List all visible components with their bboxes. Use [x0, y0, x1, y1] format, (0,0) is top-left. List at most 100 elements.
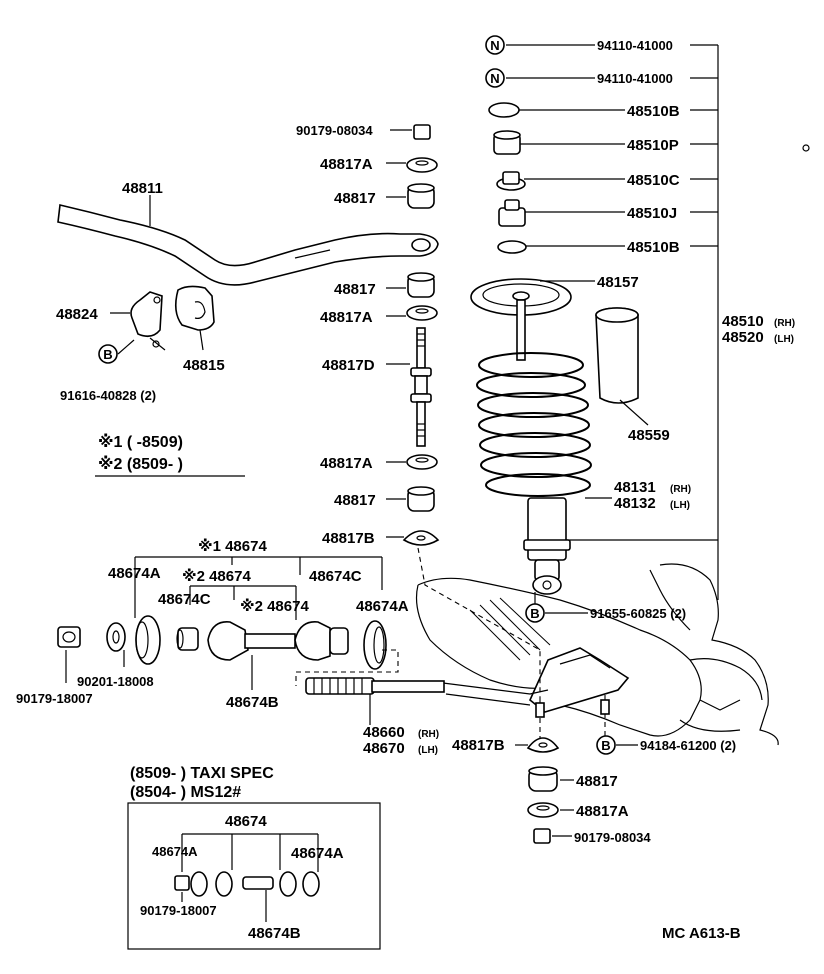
washer-icon	[106, 622, 126, 652]
label-48131-rh: (RH)	[670, 484, 691, 495]
label-48132: 48132	[614, 495, 656, 512]
callout-b: B	[103, 347, 112, 362]
label-48674-n2a: ※2 48674	[182, 567, 251, 585]
nut-callout-icon	[485, 35, 505, 55]
bound-bumper-icon	[595, 307, 639, 404]
taxi-spec-box	[127, 802, 381, 950]
label-48817a-lower: 48817A	[576, 803, 629, 820]
box-label-48674b: 48674B	[248, 925, 301, 942]
label-48131: 48131	[614, 479, 656, 496]
label-nut-top-1: 94110-41000	[597, 38, 673, 53]
retainer-icon	[402, 530, 440, 546]
label-48510p: 48510P	[627, 137, 679, 154]
nut-callout-icon	[485, 68, 505, 88]
label-48520: 48520	[722, 329, 764, 346]
nut-icon	[174, 875, 190, 891]
cushion-icon	[215, 871, 233, 897]
label-48817a-1: 48817A	[320, 156, 373, 173]
bushing-icon	[502, 171, 520, 185]
stabilizer-bracket-icon	[130, 291, 163, 338]
figure-code: MC A613-B	[662, 925, 741, 942]
label-48670-lh: (LH)	[418, 745, 438, 756]
label-48817a-3: 48817A	[320, 455, 373, 472]
label-91616: 91616-40828 (2)	[60, 388, 156, 403]
label-48132-lh: (LH)	[670, 500, 690, 511]
cushion-icon	[190, 871, 208, 897]
label-48559: 48559	[628, 427, 670, 444]
retainer-icon	[526, 737, 560, 753]
label-48817b-lower: 48817B	[452, 737, 505, 754]
bolt-callout-icon	[596, 735, 616, 755]
label-48674c-r: 48674C	[309, 568, 362, 585]
label-48674a-r: 48674A	[356, 598, 409, 615]
label-48674b: 48674B	[226, 694, 279, 711]
box-label-48674a-r: 48674A	[291, 845, 344, 862]
nut-icon	[533, 828, 551, 844]
label-48510b-top: 48510B	[627, 103, 680, 120]
taxi-spec-group: (8509- ) TAXI SPEC (8504- ) MS12# 48674 …	[127, 765, 381, 950]
label-48510: 48510	[722, 313, 764, 330]
box-label-48674: 48674	[225, 813, 267, 830]
label-48510j: 48510J	[627, 205, 677, 222]
callout-b: B	[530, 606, 539, 621]
label-48510-rh: (RH)	[774, 318, 795, 329]
label-48157: 48157	[597, 274, 639, 291]
label-nut-top-2: 94110-41000	[597, 71, 673, 86]
cushion-icon	[279, 871, 297, 897]
nut-icon	[57, 626, 81, 648]
taxi-spec-line-1: (8509- ) TAXI SPEC	[130, 765, 274, 782]
label-94184: 94184-61200 (2)	[640, 738, 736, 753]
label-48811: 48811	[122, 180, 163, 197]
label-48817a-2: 48817A	[320, 309, 373, 326]
label-48674-n2b: ※2 48674	[240, 597, 309, 615]
knuckle-lower-arm-outline	[415, 547, 779, 746]
callout-b: B	[601, 738, 610, 753]
lower-stack-group: 48817B B 94184-61200 (2) 48817 48817A 90…	[452, 735, 736, 845]
label-48674-n1: ※1 48674	[198, 537, 267, 555]
label-48674a-l: 48674A	[108, 565, 161, 582]
label-90179-18007: 90179-18007	[16, 691, 93, 706]
note-1: ※1 ( -8509)	[98, 433, 183, 451]
link-bolt-icon	[410, 327, 432, 447]
bolt-callout-icon	[98, 344, 118, 364]
coil-spring-icon	[476, 352, 592, 497]
absorber-group: N N 94110-41000 94110-41000 48510B 48510…	[485, 35, 810, 600]
label-48520-lh: (LH)	[774, 334, 794, 345]
label-90179-08034-top: 90179-08034	[296, 123, 373, 138]
label-91655: 91655-60825 (2)	[590, 606, 686, 621]
label-48817-lower: 48817	[576, 773, 618, 790]
spring-group: 48157 48131 (RH) 48132 (LH)	[470, 274, 691, 623]
box-label-48674a-l: 48674A	[152, 844, 198, 859]
label-48510c: 48510C	[627, 172, 680, 189]
label-48824: 48824	[56, 306, 98, 323]
taxi-spec-line-2: (8504- ) MS12#	[130, 784, 241, 801]
stabilizer-bushing-icon	[174, 285, 215, 331]
label-48670: 48670	[363, 740, 405, 757]
strut-bar-group: ※1 48674 ※2 48674 ※2 48674 48674A 48674C…	[16, 537, 445, 757]
label-48817-3: 48817	[334, 492, 376, 509]
label-90179-08034-lower: 90179-08034	[574, 830, 651, 845]
strut-rod-icon	[305, 677, 445, 695]
stabilizer-bar-icon	[57, 204, 439, 286]
box-label-90179-18007: 90179-18007	[140, 903, 217, 918]
note-2: ※2 (8509- )	[98, 455, 183, 473]
callout-n: N	[490, 38, 499, 53]
label-48817-2: 48817	[334, 281, 376, 298]
label-48510b-low: 48510B	[627, 239, 680, 256]
label-48817-1: 48817	[334, 190, 376, 207]
washer-icon	[497, 240, 527, 254]
stabilizer-group: 48811 90179-08034 48817A 48817 48817 488…	[56, 123, 440, 547]
spacer-icon	[242, 876, 274, 890]
callout-n: N	[490, 71, 499, 86]
label-48660-rh: (RH)	[418, 729, 439, 740]
strut-boot-icon	[207, 621, 249, 661]
label-48817d: 48817D	[322, 357, 375, 374]
label-48817b: 48817B	[322, 530, 375, 547]
label-90201-18008: 90201-18008	[77, 674, 154, 689]
cushion-icon	[302, 871, 320, 897]
label-48674c-l: 48674C	[158, 591, 211, 608]
label-48815: 48815	[183, 357, 225, 374]
cushion-icon	[363, 620, 387, 670]
label-48660: 48660	[363, 724, 405, 741]
